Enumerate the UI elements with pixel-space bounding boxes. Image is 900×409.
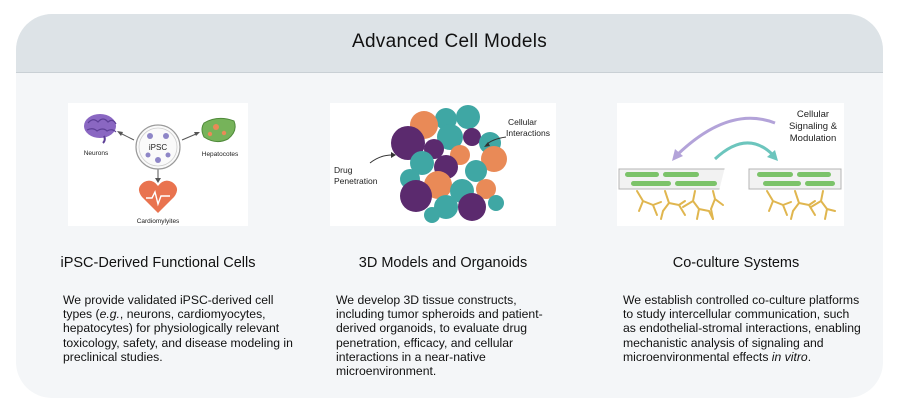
arrow-head-neurons: [117, 131, 123, 136]
signaling-label-line2: Signaling &: [789, 121, 838, 132]
left-stromal-cells: [636, 190, 724, 220]
ipsc-description-part1: We provide validated iPSC-derived cell t…: [63, 293, 274, 322]
penetration-label-line1: Drug: [334, 165, 353, 175]
hepatocytes-label: Hepatocotes: [202, 151, 239, 158]
page-title: Advanced Cell Models: [351, 31, 548, 52]
organoid-figure: Cellular Interactions Drug Penetration: [330, 103, 556, 226]
coculture-diagram: Cellular Signaling & Modulation: [618, 109, 842, 220]
organoid-diagram: Cellular Interactions Drug Penetration: [334, 105, 550, 223]
purple-arrow: [675, 116, 776, 157]
brain-icon: [84, 114, 117, 144]
ipsc-description-part2: , neurons, cardiomyocytes, hepatocytes) …: [63, 307, 293, 364]
coculture-description-part1: We establish controlled co-culture platf…: [623, 293, 861, 364]
signaling-label-line3: Modulation: [790, 133, 836, 144]
coculture-title: Co-culture Systems: [672, 255, 800, 271]
ipsc-diagram: iPSC Neurons Hepatocotes Cardiomylyites: [84, 114, 239, 225]
coculture-description-em: in vitro: [771, 349, 808, 364]
card-header: Advanced Cell Models: [16, 14, 883, 73]
signaling-label-line1: Cellular: [797, 109, 829, 120]
cardiomyocytes-label: Cardiomylyites: [137, 218, 180, 225]
teal-arrow: [713, 141, 775, 161]
interactions-pointer-head: [484, 142, 490, 147]
right-vessel: [748, 168, 842, 190]
penetration-pointer: [369, 154, 393, 164]
arrow-head-cardio: [155, 178, 161, 183]
purple-arrow-head: [672, 149, 683, 161]
interactions-label-line2: Interactions: [506, 128, 550, 138]
left-vessel: [618, 167, 733, 191]
heart-icon: [138, 180, 178, 213]
ipsc-label: iPSC: [149, 143, 167, 152]
right-stromal-cells: [766, 190, 836, 220]
arrow-to-neurons: [119, 132, 135, 141]
stem-cell-icon: [135, 124, 181, 170]
ipsc-description-em: e.g.: [99, 307, 120, 322]
ipsc-description: We provide validated iPSC-derived cell t…: [63, 293, 295, 364]
arrow-to-hepatocytes: [181, 133, 197, 141]
coculture-figure: Cellular Signaling & Modulation: [617, 103, 844, 226]
ipsc-title: iPSC-Derived Functional Cells: [60, 255, 256, 271]
arrow-head-hepatocytes: [194, 132, 200, 136]
ipsc-figure: iPSC Neurons Hepatocotes Cardiomylyites: [68, 103, 248, 226]
coculture-description-part2: .: [807, 349, 812, 364]
penetration-pointer-head: [391, 152, 396, 158]
organoids-description: We develop 3D tissue constructs, includi…: [336, 293, 556, 378]
spheroid-cluster: [391, 105, 507, 223]
liver-icon: [201, 117, 236, 143]
organoids-description-text: We develop 3D tissue constructs, includi…: [336, 293, 543, 379]
coculture-description: We establish controlled co-culture platf…: [623, 293, 863, 364]
interactions-label-line1: Cellular: [508, 117, 537, 127]
neurons-label: Neurons: [84, 150, 109, 157]
teal-arrow-head: [767, 150, 778, 161]
organoids-title: 3D Models and Organoids: [358, 255, 528, 271]
penetration-label-line2: Penetration: [334, 176, 378, 186]
